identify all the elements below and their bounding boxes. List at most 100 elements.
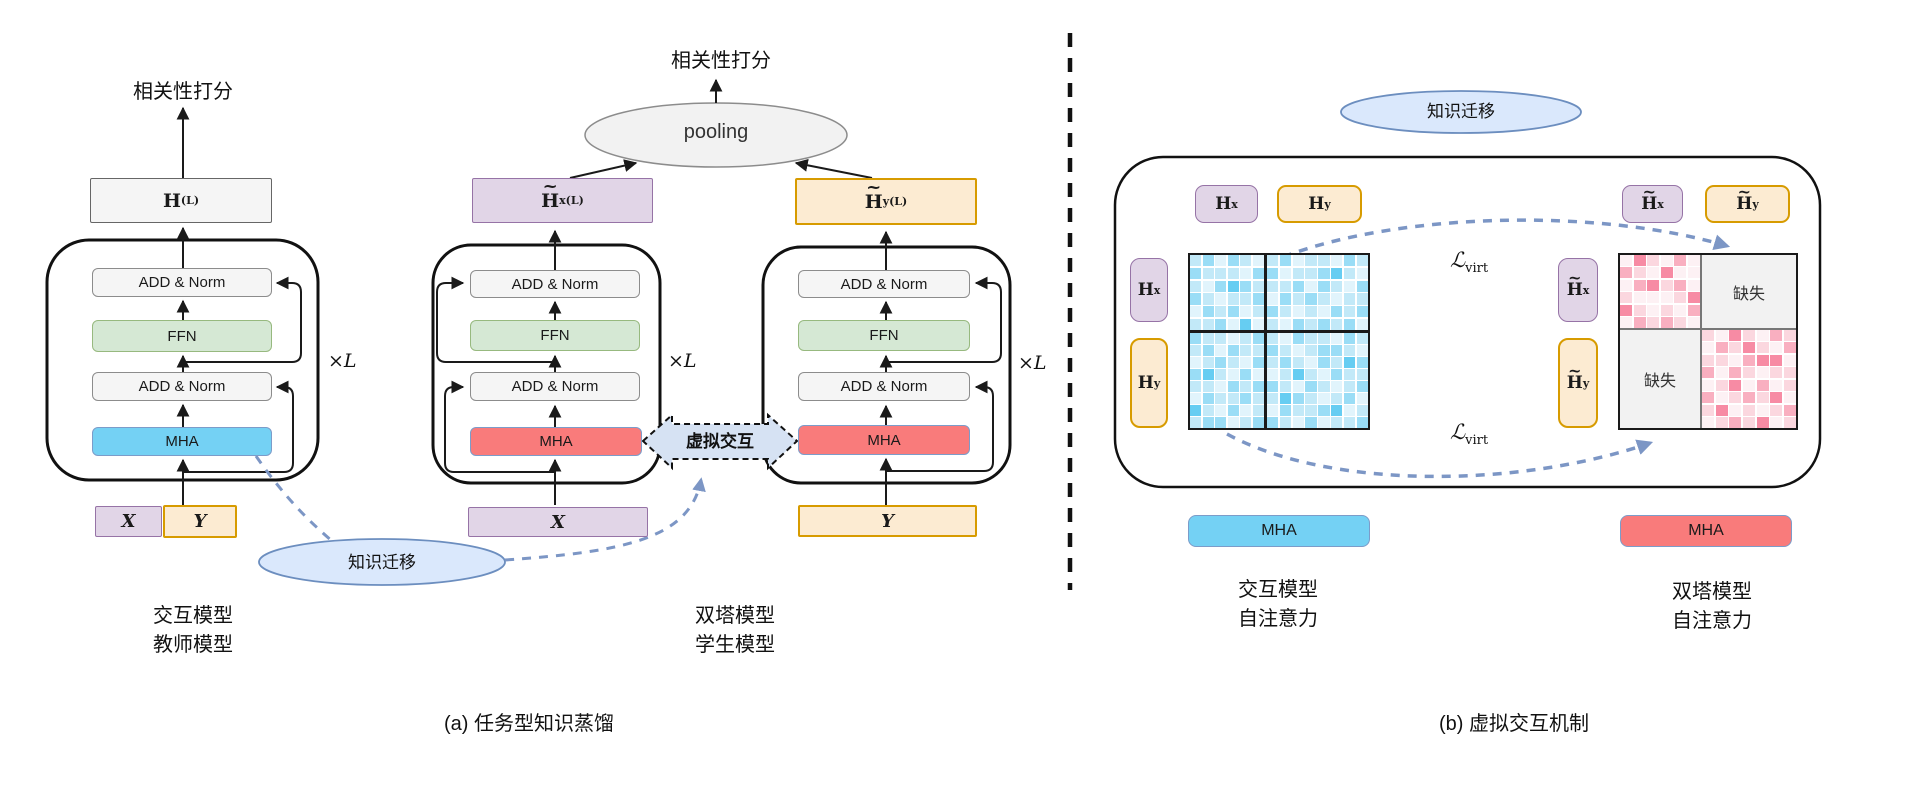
studenty-addnorm-bottom-box: ADD & Norm bbox=[798, 372, 970, 401]
attention-cell bbox=[1190, 333, 1202, 344]
studenty-output-tilde: ~ bbox=[866, 177, 882, 199]
attention-cell bbox=[1305, 369, 1317, 380]
attention-cell bbox=[1240, 255, 1252, 267]
studenty-residual-loop-1 bbox=[886, 380, 994, 472]
attention-cell bbox=[1267, 405, 1279, 416]
attention-cell bbox=[1318, 405, 1330, 416]
attention-cell bbox=[1215, 318, 1227, 330]
attention-cell bbox=[1356, 280, 1368, 292]
attention-cell bbox=[1331, 417, 1343, 428]
attention-cell bbox=[1756, 379, 1769, 391]
panel-b-right-group-line1: 双塔模型 bbox=[1672, 581, 1752, 603]
studentx-mha-box: MHA bbox=[470, 427, 642, 456]
attention-cell bbox=[1331, 369, 1343, 380]
attention-cell bbox=[1267, 280, 1279, 292]
hyt-top-tilde: ~ bbox=[1737, 182, 1752, 201]
attention-cell bbox=[1240, 333, 1252, 344]
blue-matrix-quadrant-bl bbox=[1190, 333, 1264, 428]
attention-cell bbox=[1252, 405, 1264, 416]
pink-matrix-vertical-divider bbox=[1700, 255, 1702, 428]
attention-cell bbox=[1292, 381, 1304, 392]
teacher-input-x-box: X bbox=[95, 506, 162, 537]
attention-cell bbox=[1190, 417, 1202, 428]
attention-cell bbox=[1783, 367, 1796, 379]
teacher-times-l-label: ×L bbox=[328, 350, 357, 372]
attention-cell bbox=[1742, 404, 1756, 416]
hxt-left-sub: x bbox=[1582, 283, 1590, 297]
attention-cell bbox=[1687, 279, 1700, 291]
teacher-tower-label: 交互模型 教师模型 bbox=[108, 602, 278, 660]
attention-cell bbox=[1318, 318, 1330, 330]
attention-cell bbox=[1227, 417, 1239, 428]
attention-cell bbox=[1702, 404, 1715, 416]
attention-cell bbox=[1343, 345, 1356, 356]
attention-cell bbox=[1202, 318, 1214, 330]
student-tower-label: 双塔模型 学生模型 bbox=[650, 602, 820, 660]
attention-cell bbox=[1240, 318, 1252, 330]
teacher-score-label: 相关性打分 bbox=[133, 81, 233, 103]
attention-cell bbox=[1292, 306, 1304, 318]
attention-cell bbox=[1252, 357, 1264, 368]
attention-cell bbox=[1331, 357, 1343, 368]
studentx-addnorm-bottom-box: ADD & Norm bbox=[470, 372, 640, 401]
attention-cell bbox=[1202, 405, 1214, 416]
attention-cell bbox=[1647, 267, 1660, 279]
attention-cell bbox=[1292, 369, 1304, 380]
attention-cell bbox=[1252, 318, 1264, 330]
blue-matrix-horizontal-divider bbox=[1190, 330, 1368, 333]
attention-cell bbox=[1674, 255, 1687, 266]
attention-cell bbox=[1240, 381, 1252, 392]
teacher-tower-label-line2: 教师模型 bbox=[153, 634, 233, 656]
teacher-output-box: H(L) bbox=[90, 178, 272, 223]
attention-cell bbox=[1279, 357, 1292, 368]
attention-cell bbox=[1252, 306, 1264, 318]
attention-cell bbox=[1343, 369, 1356, 380]
attention-cell bbox=[1318, 255, 1330, 267]
attention-cell bbox=[1305, 393, 1317, 404]
attention-cell bbox=[1660, 304, 1673, 316]
teacher-residual-loop-1 bbox=[183, 380, 294, 473]
attention-cell bbox=[1756, 330, 1769, 341]
virt-loss-top-base: ℒ bbox=[1450, 248, 1466, 272]
attention-cell bbox=[1331, 280, 1343, 292]
studenty-ffn-box: FFN bbox=[798, 320, 970, 351]
attention-cell bbox=[1687, 292, 1700, 304]
attention-cell bbox=[1343, 318, 1356, 330]
attention-cell bbox=[1331, 393, 1343, 404]
attention-cell bbox=[1770, 379, 1783, 391]
attention-cell bbox=[1240, 357, 1252, 368]
attention-cell bbox=[1252, 255, 1264, 267]
attention-cell bbox=[1240, 369, 1252, 380]
attention-cell bbox=[1267, 369, 1279, 380]
attention-cell bbox=[1252, 417, 1264, 428]
pink-matrix-quadrant-bl-missing: 缺失 bbox=[1620, 330, 1700, 428]
attention-cell bbox=[1227, 293, 1239, 305]
attention-cell bbox=[1729, 330, 1742, 341]
attention-cell bbox=[1674, 279, 1687, 291]
attention-cell bbox=[1252, 393, 1264, 404]
attention-cell bbox=[1215, 381, 1227, 392]
attention-cell bbox=[1742, 342, 1756, 354]
attention-cell bbox=[1770, 417, 1783, 428]
virtual-interaction-double-arrow bbox=[641, 412, 799, 471]
teacher-to-transfer-dashed-line bbox=[254, 455, 333, 543]
attention-cell bbox=[1702, 367, 1715, 379]
attention-cell bbox=[1742, 354, 1756, 366]
attention-cell bbox=[1190, 405, 1202, 416]
attention-cell bbox=[1715, 404, 1728, 416]
attention-cell bbox=[1252, 381, 1264, 392]
attention-cell bbox=[1292, 293, 1304, 305]
attention-cell bbox=[1227, 306, 1239, 318]
attention-cell bbox=[1331, 318, 1343, 330]
attention-cell bbox=[1240, 417, 1252, 428]
knowledge-transfer-label-b: 知识迁移 bbox=[1427, 102, 1495, 121]
hxt-top-sub: x bbox=[1657, 197, 1664, 211]
attention-cell bbox=[1660, 255, 1673, 266]
attention-cell bbox=[1240, 280, 1252, 292]
attention-cell bbox=[1633, 267, 1646, 279]
attention-cell bbox=[1215, 369, 1227, 380]
attention-cell bbox=[1292, 417, 1304, 428]
